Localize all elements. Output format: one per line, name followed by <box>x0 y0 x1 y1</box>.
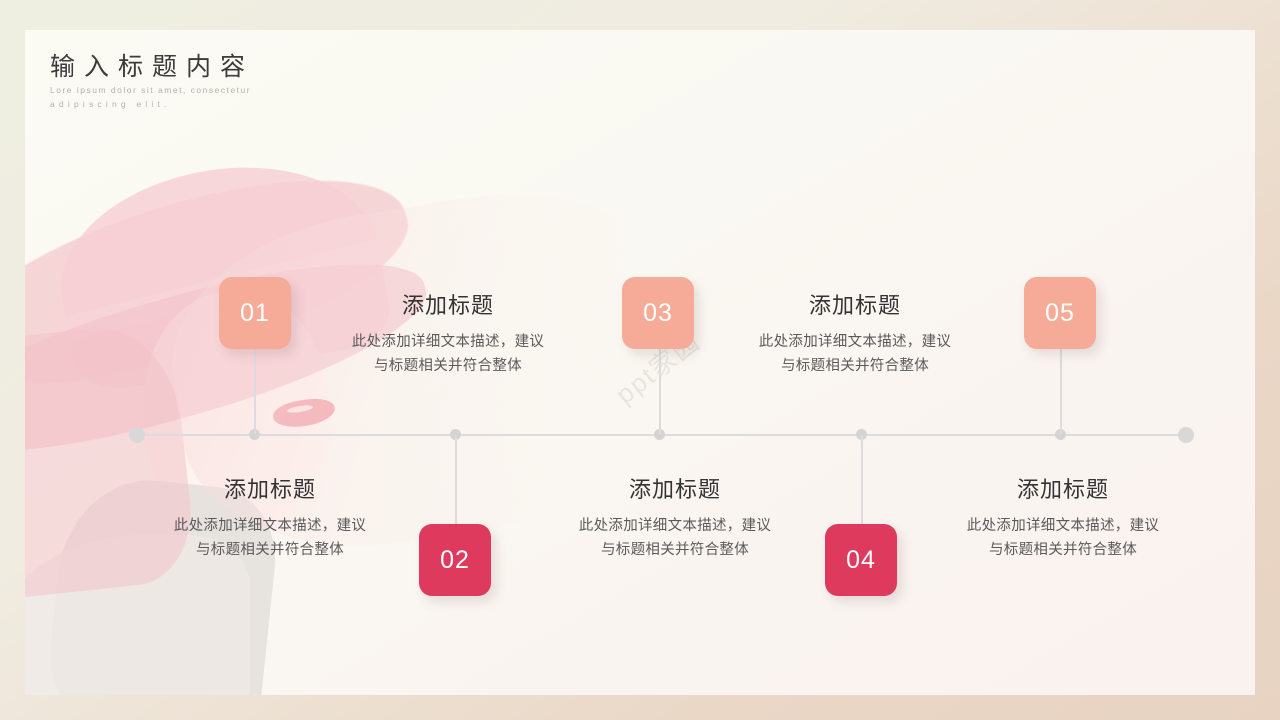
timeline-start-cap-dot <box>129 427 145 443</box>
timeline-number-label-05: 05 <box>1045 298 1075 327</box>
page-title: 输入标题内容 <box>50 53 255 81</box>
timeline-number-badge-03[interactable]: 03 <box>622 277 694 349</box>
timeline-number-label-02: 02 <box>440 545 470 574</box>
slide-card: ppt家园 输入标题内容 Lore ipsum dolor sit amet, … <box>25 30 1255 695</box>
timeline-item-title-04: 添加标题 <box>628 477 721 502</box>
timeline-number-label-01: 01 <box>240 298 270 327</box>
timeline-item-desc-01-line-1: 此处添加详细文本描述，建议 <box>351 334 545 350</box>
timeline-text-block-02: 添加标题 此处添加详细文本描述，建议 与标题相关并符合整体 <box>120 472 420 563</box>
timeline-node-dot-03 <box>654 429 665 440</box>
timeline-text-block-01: 添加标题 此处添加详细文本描述，建议 与标题相关并符合整体 <box>298 288 598 379</box>
timeline-connector-04 <box>861 436 863 525</box>
timeline-connector-01 <box>254 320 256 434</box>
timeline-item-title-03: 添加标题 <box>808 293 901 318</box>
timeline-number-badge-02[interactable]: 02 <box>419 524 491 596</box>
timeline-item-desc-05-line-2: 与标题相关并符合整体 <box>989 541 1137 558</box>
timeline-item-desc-02-line-1: 此处添加详细文本描述，建议 <box>173 518 367 534</box>
timeline-node-dot-05 <box>1055 429 1066 440</box>
timeline-number-badge-04[interactable]: 04 <box>825 524 897 596</box>
timeline-text-block-04: 添加标题 此处添加详细文本描述，建议 与标题相关并符合整体 <box>525 472 825 563</box>
lips-highlight-shape <box>286 404 314 414</box>
timeline-connector-02 <box>455 436 457 525</box>
timeline-number-badge-01[interactable]: 01 <box>219 277 291 349</box>
page-subtitle-line-2: adipiscing elit. <box>50 99 171 110</box>
timeline-node-dot-01 <box>249 429 260 440</box>
timeline-connector-05 <box>1060 320 1062 434</box>
timeline-item-desc-04-line-1: 此处添加详细文本描述，建议 <box>578 518 772 534</box>
timeline-text-block-05: 添加标题 此处添加详细文本描述，建议 与标题相关并符合整体 <box>913 472 1213 563</box>
timeline-number-badge-05[interactable]: 05 <box>1024 277 1096 349</box>
timeline-number-label-03: 03 <box>643 298 673 327</box>
page-subtitle-line-1: Lore ipsum dolor sit amet, consectetur <box>50 85 252 96</box>
timeline-text-block-03: 添加标题 此处添加详细文本描述，建议 与标题相关并符合整体 <box>705 288 1005 379</box>
timeline-item-title-01: 添加标题 <box>401 293 494 318</box>
timeline-number-label-04: 04 <box>846 545 876 574</box>
timeline-item-title-05: 添加标题 <box>1016 477 1109 502</box>
timeline-node-dot-04 <box>856 429 867 440</box>
timeline-node-dot-02 <box>450 429 461 440</box>
timeline-item-desc-04-line-2: 与标题相关并符合整体 <box>601 541 749 558</box>
timeline-connector-03 <box>659 320 661 434</box>
timeline-item-title-02: 添加标题 <box>223 477 316 502</box>
header: 输入标题内容 Lore ipsum dolor sit amet, consec… <box>50 52 254 111</box>
timeline-item-desc-03-line-1: 此处添加详细文本描述，建议 <box>758 334 952 350</box>
lips-shape <box>271 395 337 431</box>
timeline-item-desc-05-line-1: 此处添加详细文本描述，建议 <box>966 518 1160 534</box>
timeline-item-desc-02-line-2: 与标题相关并符合整体 <box>196 541 344 558</box>
timeline-end-cap-dot <box>1178 427 1194 443</box>
timeline-item-desc-03-line-2: 与标题相关并符合整体 <box>781 357 929 374</box>
timeline-item-desc-01-line-2: 与标题相关并符合整体 <box>374 357 522 374</box>
